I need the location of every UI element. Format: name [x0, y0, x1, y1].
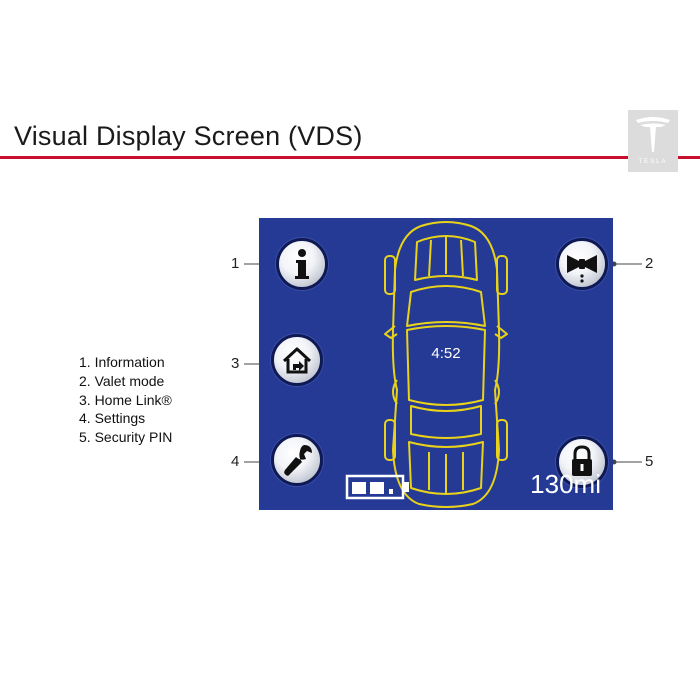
battery-dot: [389, 489, 393, 494]
legend-item-settings: 4. Settings: [79, 410, 146, 427]
time-readout: 4:52: [431, 345, 461, 362]
legend-item-information: 1. Information: [79, 354, 165, 370]
callout-4: 4: [231, 453, 240, 470]
callout-1: 1: [231, 255, 240, 272]
information-button[interactable]: [276, 238, 328, 290]
home-icon: [282, 347, 312, 374]
logo-wordmark: TESLA: [638, 159, 667, 165]
settings-button[interactable]: [271, 434, 323, 486]
legend-item-security-pin: 5. Security PIN: [79, 429, 173, 446]
wrench-icon: [284, 445, 312, 476]
info-icon: [295, 249, 309, 279]
page-title: Visual Display Screen (VDS): [14, 121, 363, 151]
home-link-button[interactable]: [271, 334, 323, 386]
battery-segment: [352, 482, 366, 494]
legend-list: 1. Information 2. Valet mode 3. Home Lin…: [79, 353, 172, 447]
battery-segment: [370, 482, 384, 494]
car-top-view-icon: [384, 221, 508, 508]
battery-icon: [345, 474, 409, 500]
callout-5: 5: [645, 453, 654, 470]
valet-mode-button[interactable]: [556, 238, 608, 290]
callout-3: 3: [231, 355, 240, 372]
legend-item-valet-mode: 2. Valet mode: [79, 372, 165, 389]
security-pin-button[interactable]: [556, 436, 608, 488]
callout-2: 2: [645, 255, 654, 272]
vds-screen: 4:52: [259, 218, 613, 510]
tesla-logo-icon: TESLA: [636, 117, 670, 165]
bow-tie-icon: [567, 255, 597, 283]
padlock-icon: [572, 445, 592, 476]
legend-item-home-link: 3. Home Link®: [79, 391, 172, 408]
range-readout: 130mi: [530, 469, 601, 499]
title-rule: [0, 156, 700, 159]
tesla-logo: TESLA: [628, 110, 678, 172]
